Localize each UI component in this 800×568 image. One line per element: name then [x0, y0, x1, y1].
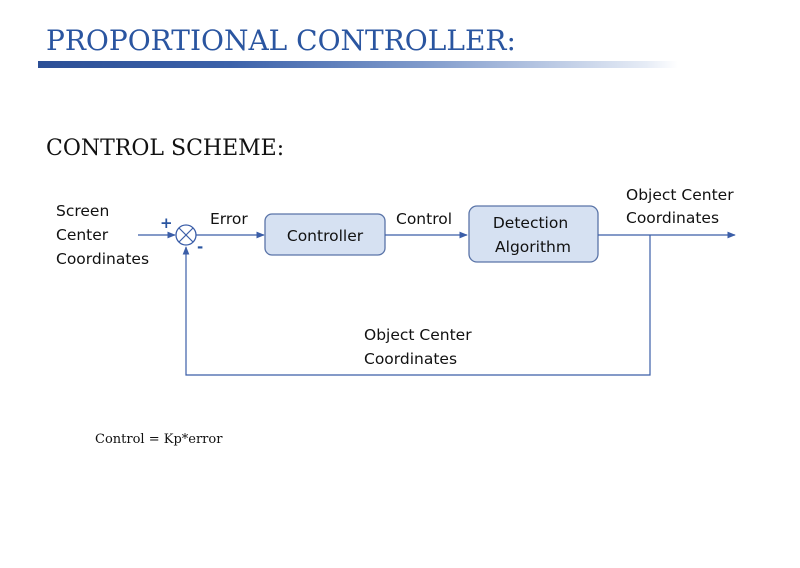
input-label-line-2: Center [56, 226, 109, 244]
feedback-label-line-2: Coordinates [364, 350, 457, 368]
control-formula: Control = Kp*error [95, 432, 223, 447]
feedback-label: Object Center Coordinates [364, 326, 477, 368]
summing-junction [175, 224, 197, 246]
section-heading: CONTROL SCHEME: [46, 136, 285, 161]
output-label-line-1: Object Center [626, 186, 734, 204]
input-label-line-3: Coordinates [56, 250, 149, 268]
feedback-label-line-1: Object Center [364, 326, 472, 344]
control-label: Control [396, 210, 452, 228]
controller-label: Controller [287, 227, 364, 245]
plus-sign: + [160, 214, 173, 232]
feedback-path [182, 235, 651, 376]
detection-label-line-2: Algorithm [495, 238, 571, 256]
detection-label-line-1: Detection [493, 214, 568, 232]
input-label-line-1: Screen [56, 202, 109, 220]
title-underline [38, 61, 678, 68]
detection-label: Detection Algorithm [493, 214, 573, 256]
detection-algorithm-block [468, 205, 599, 263]
minus-sign: - [197, 238, 203, 256]
error-label: Error [210, 210, 248, 228]
output-label-line-2: Coordinates [626, 209, 719, 227]
input-label: Screen Center Coordinates [56, 202, 149, 268]
slide-title: PROPORTIONAL CONTROLLER: [46, 24, 516, 57]
output-label: Object Center Coordinates [626, 186, 739, 227]
